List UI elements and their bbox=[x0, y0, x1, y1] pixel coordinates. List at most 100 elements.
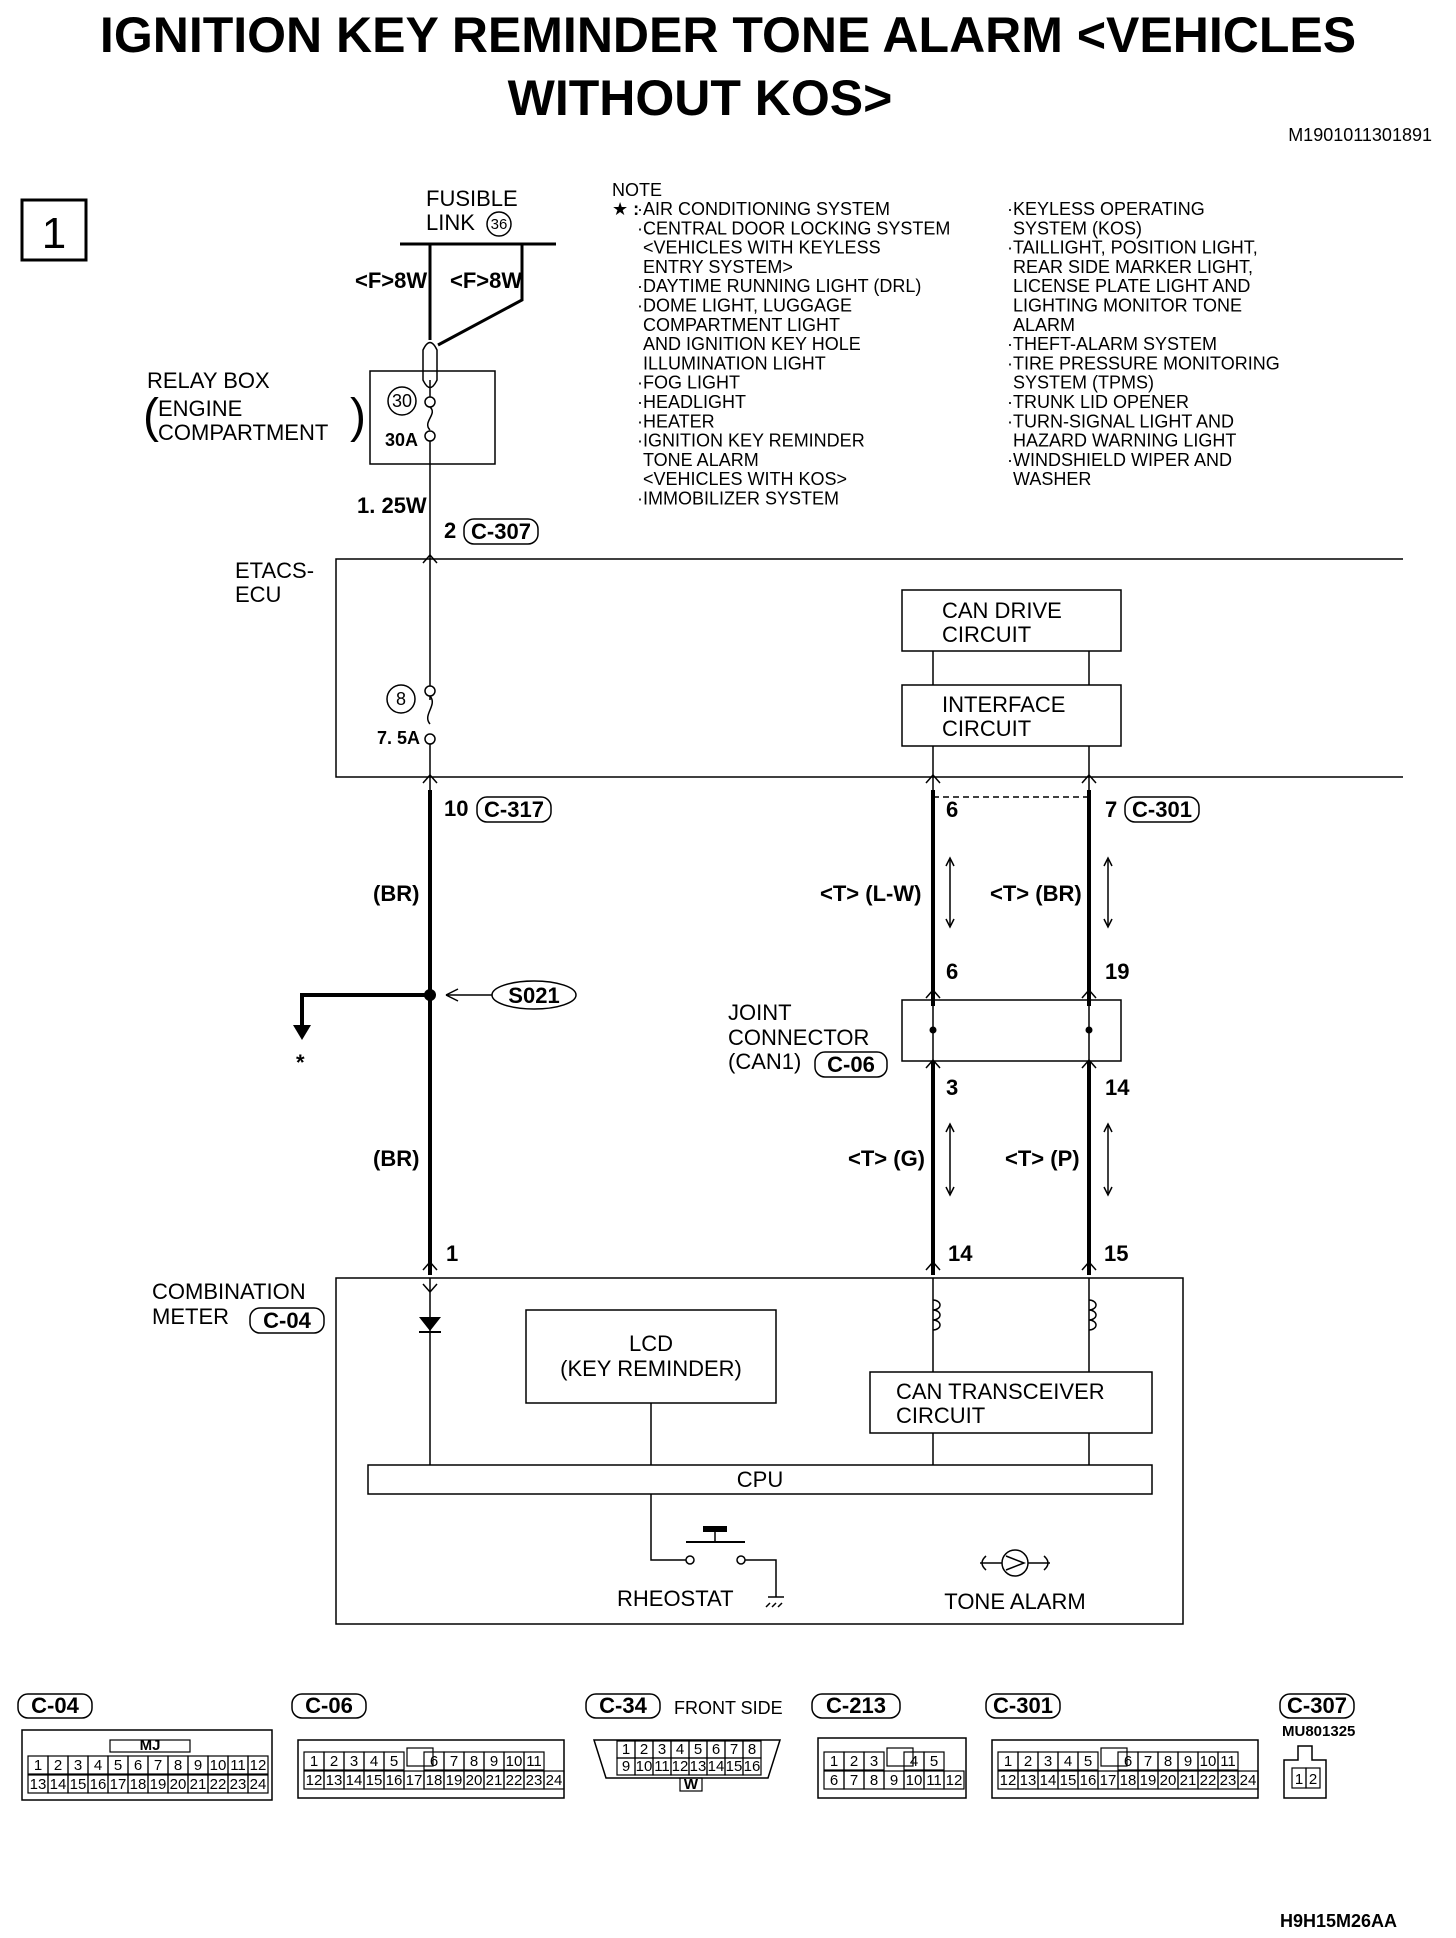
connector-c301-r2-pin-21: 21 bbox=[1180, 1772, 1197, 1789]
connector-c213-r2-pin-6: 6 bbox=[830, 1772, 838, 1789]
connector-c06-r1-pin-7: 7 bbox=[450, 1753, 458, 1770]
etacs-fuse-terminal-top bbox=[424, 685, 436, 697]
connector-c301-r2-pin-15: 15 bbox=[1060, 1772, 1077, 1789]
connector-c06-r2-pin-22: 22 bbox=[506, 1772, 523, 1789]
rheostat-switch-cap bbox=[703, 1526, 727, 1532]
note-col1-line-15: ·IMMOBILIZER SYSTEM bbox=[637, 489, 839, 509]
arrow-marker bbox=[925, 1260, 941, 1271]
connector-c04-r2-pin-16: 16 bbox=[90, 1776, 107, 1793]
arrow-marker bbox=[422, 1260, 438, 1271]
note-col1-line-13: TONE ALARM bbox=[643, 450, 759, 470]
pin-10-label: 10 bbox=[444, 796, 468, 821]
joint-connector-label-2: CONNECTOR bbox=[728, 1025, 869, 1050]
connector-c213-r1-pin-5: 5 bbox=[930, 1753, 938, 1770]
connector-c34-side: FRONT SIDE bbox=[674, 1698, 783, 1718]
connector-c301-r2-pin-19: 19 bbox=[1140, 1772, 1157, 1789]
relay-box-outline bbox=[369, 370, 496, 465]
lcd-label: LCD bbox=[629, 1331, 673, 1356]
wire-label-t-g: <T> (G) bbox=[848, 1146, 925, 1171]
connector-c06-r1-pin-4: 4 bbox=[370, 1753, 378, 1770]
connector-c301-r2-pin-17: 17 bbox=[1100, 1772, 1117, 1789]
connector-c06-r2-pin-13: 13 bbox=[326, 1772, 343, 1789]
connector-c06-r2-pin-19: 19 bbox=[446, 1772, 463, 1789]
arrow-marker bbox=[1081, 773, 1097, 784]
connector-c301-housing bbox=[991, 1739, 1259, 1799]
connector-c04-r1-pin-8: 8 bbox=[174, 1757, 182, 1774]
connector-c34-r2-pin-12: 12 bbox=[672, 1758, 689, 1775]
connector-c04-r2-pin-19: 19 bbox=[150, 1776, 167, 1793]
can-drive-label: CAN DRIVE bbox=[942, 598, 1062, 623]
connector-c301-r1-pin-5: 5 bbox=[1084, 1753, 1092, 1770]
connector-c06-r1-pin-11: 11 bbox=[526, 1753, 542, 1770]
connector-c06-r2-pin-16: 16 bbox=[386, 1772, 403, 1789]
rheostat-contact-right bbox=[736, 1555, 746, 1565]
connector-c301-r1-pin-7: 7 bbox=[1144, 1753, 1152, 1770]
connector-c06-r2-pin-21: 21 bbox=[486, 1772, 503, 1789]
connector-c34-housing bbox=[592, 1739, 782, 1779]
connector-c301-r1-pin-1: 1 bbox=[1004, 1753, 1012, 1770]
bidirectional-arrow bbox=[1103, 1122, 1113, 1197]
connector-c34-r2-pin-9: 9 bbox=[622, 1758, 630, 1775]
connector-c04-tag bbox=[17, 1693, 93, 1719]
connector-c04-r2-pin-13: 13 bbox=[30, 1776, 47, 1793]
connector-c04-r1-pin-12: 12 bbox=[250, 1757, 267, 1774]
relay-box-label-2: ENGINE bbox=[158, 396, 242, 421]
etacs-fuse-number-circle bbox=[386, 684, 416, 714]
connector-c04-r2-pin-17: 17 bbox=[110, 1776, 127, 1793]
connector-c307-r-pin-2: 2 bbox=[1309, 1771, 1317, 1788]
connector-c34-r2-pin-15: 15 bbox=[726, 1758, 743, 1775]
footer-code: H9H15M26AA bbox=[1280, 1911, 1397, 1931]
connector-label-c317: C-317 bbox=[484, 797, 544, 822]
connector-c04-r2-pin-21: 21 bbox=[190, 1776, 207, 1793]
wire-label-f8w-left: <F>8W bbox=[355, 268, 427, 293]
relay-box-label: RELAY BOX bbox=[147, 368, 270, 393]
connector-c34-r2-cell bbox=[742, 1757, 762, 1776]
wire-label-125w: 1. 25W bbox=[357, 493, 427, 518]
note-col1-line-7: AND IGNITION KEY HOLE bbox=[643, 334, 861, 354]
connector-c06-r2-cell bbox=[543, 1770, 565, 1790]
connector-label-c301: C-301 bbox=[1132, 797, 1192, 822]
note-col1-line-9: ·FOG LIGHT bbox=[637, 373, 740, 393]
arrow-marker bbox=[925, 1058, 941, 1069]
note-col2-line-5: LIGHTING MONITOR TONE bbox=[1013, 296, 1242, 316]
note-col1-line-2: <VEHICLES WITH KEYLESS bbox=[643, 238, 881, 258]
connector-c301-r1-pin-11: 11 bbox=[1220, 1753, 1236, 1770]
splice-pointer-arrow bbox=[445, 988, 459, 1002]
connector-c301-r2-pin-22: 22 bbox=[1200, 1772, 1217, 1789]
note-col1-line-4: ·DAYTIME RUNNING LIGHT (DRL) bbox=[637, 276, 921, 296]
title-line2: WITHOUT KOS> bbox=[508, 70, 893, 126]
notes-column-1: ·AIR CONDITIONING SYSTEM·CENTRAL DOOR LO… bbox=[637, 199, 950, 509]
connector-c301-r1-pin-6: 6 bbox=[1124, 1753, 1132, 1770]
connector-c213-r2-pin-9: 9 bbox=[890, 1772, 898, 1789]
note-col1-line-11: ·HEATER bbox=[637, 411, 715, 431]
note-col2-line-10: ·TRUNK LID OPENER bbox=[1007, 392, 1189, 412]
wire-f8w-right bbox=[437, 244, 524, 347]
pin-2-label: 2 bbox=[444, 518, 456, 543]
connector-c04-r2-pin-14: 14 bbox=[50, 1776, 67, 1793]
note-col2-line-12: HAZARD WARNING LIGHT bbox=[1013, 431, 1236, 451]
joint-connector-label: JOINT bbox=[728, 1000, 792, 1025]
tone-alarm-lead-left bbox=[980, 1555, 1002, 1571]
note-col2-line-3: REAR SIDE MARKER LIGHT, bbox=[1013, 257, 1253, 277]
connector-c06-label: C-06 bbox=[305, 1693, 353, 1718]
connector-c06-r1-pin-8: 8 bbox=[470, 1753, 478, 1770]
joint-node-left bbox=[929, 1026, 937, 1034]
connector-c34-r1-pin-6: 6 bbox=[712, 1741, 720, 1758]
interface-label: INTERFACE bbox=[942, 692, 1065, 717]
connector-c213-r1-pin-4: 4 bbox=[910, 1753, 918, 1770]
etacs-fuse-number: 8 bbox=[396, 689, 406, 709]
can-coil-right bbox=[1088, 1299, 1097, 1331]
can-transceiver-label-2: CIRCUIT bbox=[896, 1403, 985, 1428]
arrow-marker bbox=[925, 773, 941, 784]
etacs-fuse-amperage: 7. 5A bbox=[377, 728, 420, 748]
connector-c34-r2-pin-10: 10 bbox=[636, 1758, 653, 1775]
connector-tag-c307 bbox=[463, 518, 539, 545]
note-col2-line-6: ALARM bbox=[1013, 315, 1075, 335]
connector-c213-r2-pin-12: 12 bbox=[946, 1772, 963, 1789]
connector-c04-r1-pin-5: 5 bbox=[114, 1757, 122, 1774]
note-col2-line-1: SYSTEM (KOS) bbox=[1013, 218, 1142, 238]
connector-c34-r1-pin-4: 4 bbox=[676, 1741, 684, 1758]
note-col1-line-10: ·HEADLIGHT bbox=[637, 392, 746, 412]
arrow-marker bbox=[925, 988, 941, 999]
connector-c213-label: C-213 bbox=[826, 1693, 886, 1718]
